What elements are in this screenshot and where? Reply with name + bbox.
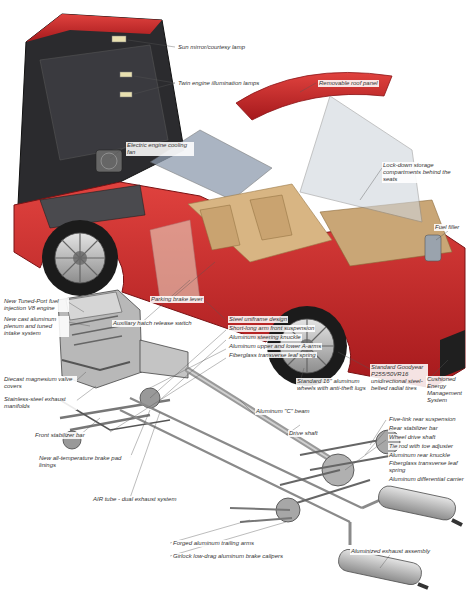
part-label: Tie rod with toe adjuster [388, 443, 467, 450]
part-label: Parking brake lever [150, 296, 204, 303]
car-body [150, 130, 272, 200]
leader-lines [68, 322, 90, 326]
wheels [55, 233, 105, 283]
part-label: Girlock low-drag aluminum brake calipers [172, 553, 284, 560]
leader-lines [370, 420, 386, 445]
chassis [349, 522, 352, 545]
leader-lines [76, 372, 86, 381]
chassis [62, 360, 130, 370]
part-label: New all-temperature brake pad linings [38, 455, 132, 469]
leader-lines [68, 302, 84, 312]
leader-lines [110, 358, 226, 432]
chassis [280, 440, 395, 505]
car-body [200, 205, 240, 250]
car-body [188, 184, 332, 262]
chassis [362, 500, 380, 508]
part-label: Aluminum steering knuckle [228, 334, 302, 341]
part-label: Five-link rear suspension [388, 416, 467, 423]
part-label: Aluminum rear knuckle [388, 452, 467, 459]
chassis [377, 484, 458, 522]
hood [26, 14, 162, 42]
part-label: Rear stabilizer bar [388, 425, 467, 432]
part-label: AIR tube - dual exhaust system [92, 496, 177, 503]
car-body [96, 150, 122, 172]
car-body [300, 96, 422, 222]
hood [120, 72, 132, 77]
leader-lines [128, 40, 175, 47]
car-body [440, 330, 465, 378]
part-label: Fiberglass transverse leaf spring [228, 352, 317, 359]
hood [112, 36, 126, 42]
leader-lines [240, 400, 253, 413]
car-body [101, 153, 117, 169]
part-label: New Tuned-Port fuel injection V8 engine [3, 298, 69, 312]
leader-lines [76, 386, 96, 401]
part-label: Aluminum differential carrier [388, 476, 467, 483]
leader-lines [170, 522, 286, 556]
part-label: Cushioned Energy Management System [426, 376, 464, 404]
leader-lines [436, 231, 448, 240]
part-label: Twin engine illumination lamps [177, 80, 260, 87]
part-label: Fiberglass transverse leaf spring [388, 460, 467, 474]
part-label: New cast aluminum plenum and tuned intak… [3, 316, 69, 337]
chassis [120, 398, 362, 522]
part-label: Standard 16" aluminum wheels with anti-t… [296, 378, 368, 392]
wheels [55, 233, 105, 283]
part-label: Aluminum "C" beam [255, 408, 311, 415]
part-label: Fuel filler [434, 224, 464, 231]
leader-lines [170, 262, 215, 300]
leader-lines [160, 340, 226, 400]
car-body [14, 96, 465, 388]
leader-lines [345, 440, 386, 470]
part-label: Standard Goodyear P255/50VR16 unidirecti… [370, 364, 428, 392]
part-label: Steel uniframe design [228, 316, 288, 323]
part-label: Short-long arm front suspension [228, 325, 315, 332]
car-body [150, 220, 200, 300]
part-label: Front stabilizer bar [34, 432, 86, 439]
part-label: Electric engine cooling fan [126, 142, 194, 156]
part-label: Auxiliary hatch release switch [112, 320, 193, 327]
chassis [58, 290, 142, 388]
part-label: Aluminum upper and lower A-arms [228, 343, 322, 350]
car-body [250, 195, 292, 240]
part-label: Forged aluminum trailing arms [172, 540, 255, 547]
leader-lines [130, 412, 160, 498]
hood [18, 14, 184, 205]
part-label: Sun mirror/courtesy lamp [177, 44, 246, 51]
leader-lines [200, 296, 226, 320]
leader-lines [68, 40, 448, 568]
chassis [66, 292, 122, 320]
part-label: Removable roof panel [318, 80, 379, 87]
part-label: Diecast magnesium valve covers [3, 376, 77, 390]
wheels [42, 220, 118, 296]
part-label: Lock-down storage compartments behind th… [382, 162, 464, 183]
leader-lines [110, 147, 125, 158]
hood [18, 14, 184, 205]
part-label: Stainless-steel exhaust manifolds [3, 396, 77, 410]
car-body [425, 235, 441, 261]
chassis [230, 508, 292, 522]
part-label: Drive shaft [288, 430, 319, 437]
leader-lines [360, 168, 382, 200]
leader-lines [134, 76, 175, 94]
part-label: Wheel drive shaft [388, 434, 467, 441]
leader-lines [300, 83, 316, 92]
car-body [40, 185, 145, 228]
leader-lines [338, 352, 372, 370]
leader-lines [130, 410, 150, 458]
leader-lines [150, 330, 226, 398]
hood [120, 92, 132, 97]
part-label: Aluminized exhaust assembly [350, 548, 431, 555]
